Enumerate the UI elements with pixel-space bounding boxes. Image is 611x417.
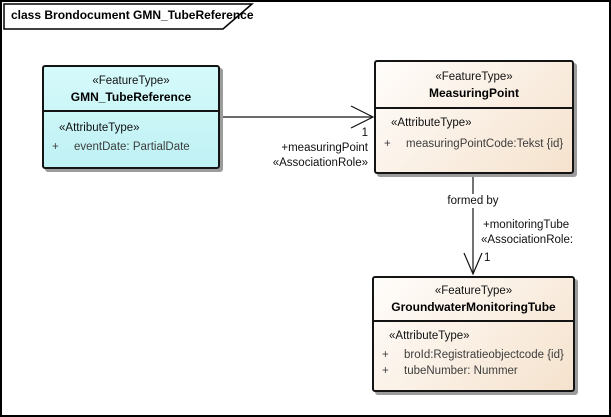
class-box-measuringpoint[interactable]: «FeatureType» MeasuringPoint «AttributeT… — [374, 60, 574, 174]
label-association-name: formed by — [423, 194, 523, 208]
attribute-stereotype: «AttributeType» — [389, 330, 470, 342]
open-arrowhead-icon — [350, 105, 375, 129]
visibility-plus: + — [52, 141, 59, 153]
class-box-gmn-tubereference[interactable]: «FeatureType» GMN_TubeReference «Attribu… — [42, 65, 220, 169]
attribute-row: + tubeNumber: Nummer — [374, 363, 573, 379]
attribute-row: + broId:Registratieobjectcode {id} — [374, 347, 573, 363]
frame-title-tab — [3, 3, 255, 30]
visibility-plus: + — [382, 349, 389, 361]
open-arrowhead-icon — [463, 252, 483, 276]
label-target-multiplicity: 1 — [361, 127, 368, 139]
class-stereotype: «FeatureType» — [435, 71, 513, 83]
label-role-measuringpoint: +measuringPoint — [281, 142, 368, 154]
visibility-plus: + — [382, 365, 389, 377]
class-name: GroundwaterMonitoringTube — [391, 300, 556, 314]
attribute-text: eventDate: PartialDate — [74, 141, 190, 153]
class-name: GMN_TubeReference — [70, 90, 192, 104]
class-stereotype: «FeatureType» — [434, 285, 513, 297]
attribute-row: + measuringPointCode:Tekst {id} — [376, 136, 572, 152]
attribute-row: + eventDate: PartialDate — [44, 139, 218, 155]
class-name: MeasuringPoint — [428, 86, 519, 100]
label-role-stereotype: «AssociationRole» — [272, 157, 368, 169]
label-role-stereotype: «AssociationRole: — [481, 234, 574, 246]
label-role-monitoringtube: +monitoringTube — [483, 219, 570, 231]
attribute-stereotype: «AttributeType» — [59, 122, 140, 134]
attribute-text: measuringPointCode:Tekst {id} — [406, 138, 564, 150]
diagram-title: class Brondocument GMN_TubeReference — [11, 8, 254, 22]
attribute-text: tubeNumber: Nummer — [404, 365, 518, 377]
attribute-text: broId:Registratieobjectcode {id} — [404, 349, 564, 361]
attribute-stereotype: «AttributeType» — [391, 117, 472, 129]
class-box-groundwatermonitoringtube[interactable]: «FeatureType» GroundwaterMonitoringTube … — [372, 276, 575, 392]
visibility-plus: + — [384, 138, 391, 150]
label-target-multiplicity: 1 — [484, 252, 491, 264]
class-stereotype: «FeatureType» — [92, 75, 170, 87]
